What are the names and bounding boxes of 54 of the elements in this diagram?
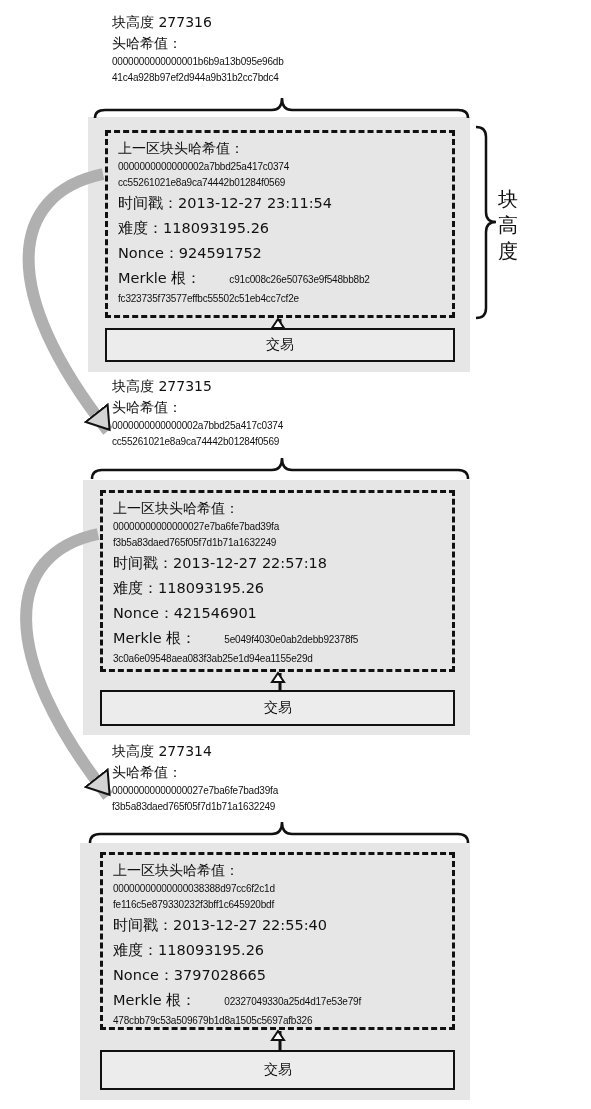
field-label: 难度：118093195.26 xyxy=(113,941,265,960)
field-label: 时间戳：2013-12-27 23:11:54 xyxy=(118,194,332,213)
hash-value: 478cbb79c53a509679b1d8a1505c5697afb326 xyxy=(113,1014,313,1028)
heading-text: 头哈希值： xyxy=(112,34,182,53)
hash-value: 0000000000000001b6b9a13b095e96db xyxy=(112,55,284,69)
hash-value: c91c008c26e50763e9f548bb8b2 xyxy=(229,274,370,285)
block-header-box xyxy=(105,130,455,318)
side-label: 块高度 xyxy=(497,186,519,264)
arrow xyxy=(271,672,285,690)
hash-value: f3b5a83daed765f05f7d1b71a1632249 xyxy=(113,536,277,550)
hash-value: 02327049330a25d4d17e53e79f xyxy=(224,996,361,1007)
hash-value: 00000000000000027e7ba6fe7bad39fa xyxy=(112,784,278,798)
field-label: 时间戳：2013-12-27 22:57:18 xyxy=(113,554,327,573)
arrow xyxy=(22,168,113,435)
heading-text: 块高度 277316 xyxy=(112,13,212,32)
field-label: Nonce：421546901 xyxy=(113,604,257,623)
field-label: Nonce：3797028665 xyxy=(113,966,267,985)
field-label: 上一区块头哈希值： xyxy=(113,861,239,880)
block-header-box xyxy=(100,852,455,1030)
hash-value: 00000000000000038388d97cc6f2c1d xyxy=(113,882,275,896)
block-box xyxy=(83,480,470,735)
field-label: 时间戳：2013-12-27 22:55:40 xyxy=(113,916,327,935)
hash-value: 5e049f4030e0ab2debb92378f5 xyxy=(224,634,359,645)
heading-text: 头哈希值： xyxy=(112,763,182,782)
hash-value: cc55261021e8a9ca74442b01284f0569 xyxy=(118,176,286,190)
field-label: Merkle 根： xyxy=(118,269,202,288)
arrow xyxy=(271,318,285,329)
heading-text: 头哈希值： xyxy=(112,398,182,417)
transactions-box: 交易 xyxy=(100,1050,455,1090)
block-header-box xyxy=(100,490,455,672)
block-box xyxy=(88,117,470,372)
transactions-box: 交易 xyxy=(105,328,455,362)
field-label: 难度：118093195.26 xyxy=(113,579,265,598)
heading-text: 块高度 277315 xyxy=(112,377,212,396)
block-box xyxy=(80,843,470,1100)
transactions-box: 交易 xyxy=(100,690,455,726)
field-label: 上一区块头哈希值： xyxy=(113,499,239,518)
field-label: Nonce：924591752 xyxy=(118,244,262,263)
hash-value: fc323735f73577effbc55502c51eb4cc7cf2e xyxy=(118,292,299,306)
heading-text: 块高度 277314 xyxy=(112,742,212,761)
hash-value: cc55261021e8a9ca74442b01284f0569 xyxy=(112,435,280,449)
hash-value: 3c0a6e09548aea083f3ab25e1d94ea1155e29d xyxy=(113,652,313,666)
hash-value: 41c4a928b97ef2d944a9b31b2cc7bdc4 xyxy=(112,71,279,85)
field-label: 难度：118093195.26 xyxy=(118,219,270,238)
field-label: Merkle 根： xyxy=(113,991,197,1010)
hash-value: 00000000000000027e7ba6fe7bad39fa xyxy=(113,520,279,534)
field-label: 上一区块头哈希值： xyxy=(118,139,244,158)
hash-value: 0000000000000002a7bbd25a417c0374 xyxy=(112,419,283,433)
hash-value: 0000000000000002a7bbd25a417c0374 xyxy=(118,160,289,174)
hash-value: f3b5a83daed765f05f7d1b71a1632249 xyxy=(112,800,276,814)
hash-value: fe116c5e879330232f3bff1c645920bdf xyxy=(113,898,274,912)
arrow xyxy=(20,528,113,800)
arrow xyxy=(271,1030,285,1050)
field-label: Merkle 根： xyxy=(113,629,197,648)
